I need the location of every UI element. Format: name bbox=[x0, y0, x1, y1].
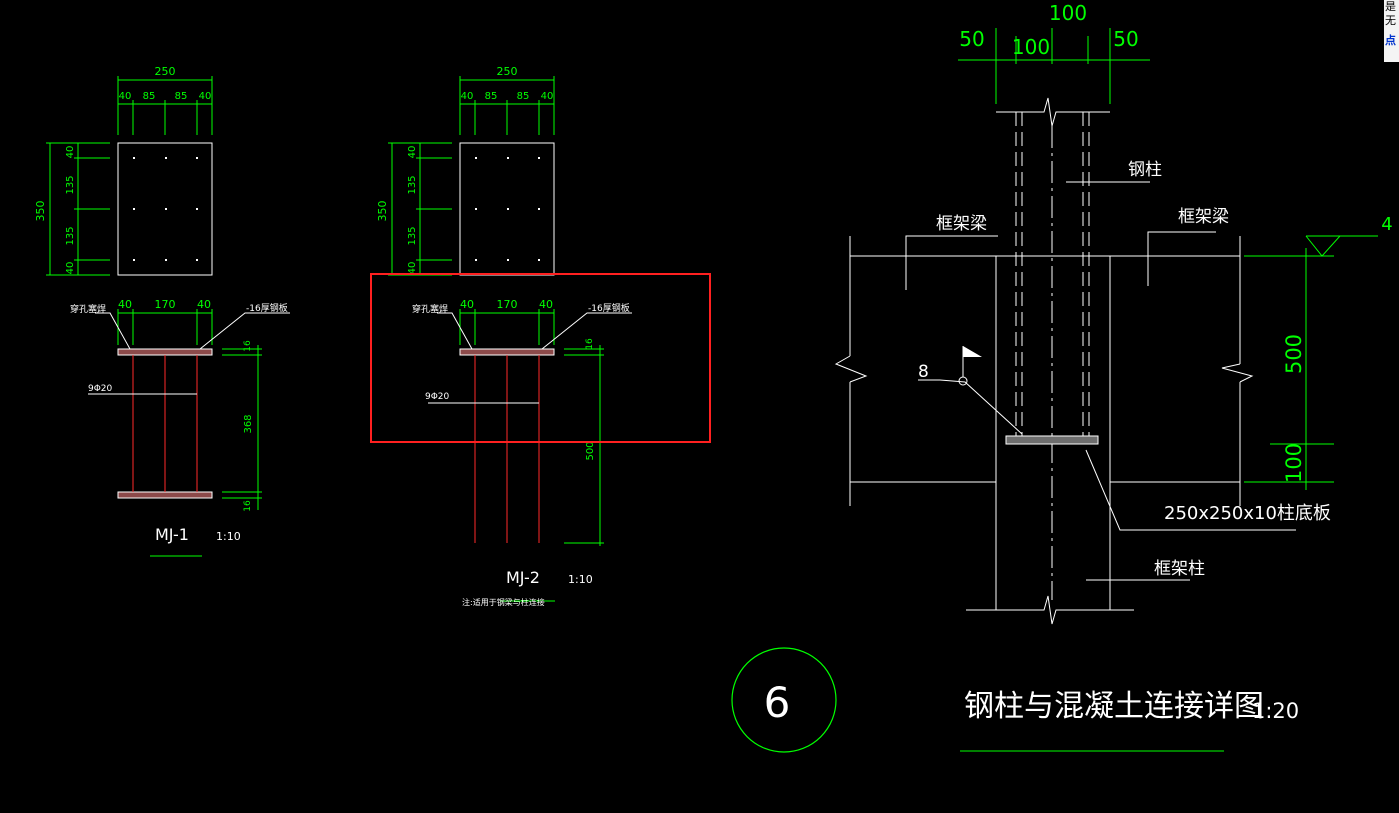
mj1-title: MJ-1 bbox=[155, 525, 189, 544]
selection-box[interactable] bbox=[370, 273, 711, 443]
mj2-sec-170: 170 bbox=[497, 298, 518, 311]
detail-number: 6 bbox=[764, 678, 791, 727]
label-steel-column: 钢柱 bbox=[1128, 160, 1162, 180]
detail-dim-100-top: 100 bbox=[1049, 1, 1087, 25]
mj2-dim-40d: 40 bbox=[407, 262, 418, 275]
mj2-scale: 1:10 bbox=[568, 573, 593, 586]
corner-text-2: 无 bbox=[1385, 14, 1396, 27]
mj1-dim-16a: 16 bbox=[243, 340, 253, 352]
detail-dim-50-right: 50 bbox=[1113, 27, 1138, 51]
mj2-label-plug-weld: 穿孔塞焊 bbox=[412, 303, 448, 315]
mj2-dim-350: 350 bbox=[376, 201, 389, 222]
corner-text-1: 是 bbox=[1385, 0, 1396, 13]
mj2-dim-135b: 135 bbox=[407, 226, 418, 245]
mj2-dim-85b: 85 bbox=[517, 91, 530, 102]
column-connection-detail: 100 50 100 50 bbox=[834, 1, 1393, 625]
mj1-dim-350: 350 bbox=[34, 201, 47, 222]
corner-popup-panel[interactable]: 是 无 点 bbox=[1384, 0, 1399, 62]
mj2-sec-40a: 40 bbox=[460, 298, 474, 311]
mj1-label-plug-weld: 穿孔塞焊 bbox=[70, 303, 106, 315]
mj1-dim-85a: 85 bbox=[143, 91, 156, 102]
mj1-dim-135a: 135 bbox=[65, 175, 76, 194]
label-frame-beam-right: 框架梁 bbox=[1178, 207, 1229, 227]
detail-dim-100-right: 100 bbox=[1282, 443, 1306, 483]
mj1-dim-40b: 40 bbox=[199, 91, 212, 102]
mj1-dim-135b: 135 bbox=[65, 226, 76, 245]
mj1-dim-16b: 16 bbox=[243, 500, 253, 512]
mj2-sec-40b: 40 bbox=[539, 298, 553, 311]
mj1-dim-250: 250 bbox=[155, 65, 176, 78]
drawing-title: 钢柱与混凝土连接详图 bbox=[964, 689, 1264, 724]
mj1-label-rebar: 9Φ20 bbox=[88, 384, 113, 394]
mj2-label-plate: -16厚钢板 bbox=[588, 302, 630, 314]
mj2-dim-85a: 85 bbox=[485, 91, 498, 102]
label-frame-beam-left: 框架梁 bbox=[936, 214, 987, 234]
detail-number-circle bbox=[731, 647, 837, 753]
detail-dim-500: 500 bbox=[1282, 334, 1306, 374]
mj2-dim-16: 16 bbox=[585, 338, 595, 350]
mj2-dim-250: 250 bbox=[497, 65, 518, 78]
mj1-detail: 250 40 85 85 40 350 40 135 135 40 40 170… bbox=[34, 65, 290, 557]
mj2-dim-40a: 40 bbox=[461, 91, 474, 102]
mj1-sec-170: 170 bbox=[155, 298, 176, 311]
mj2-dim-40b: 40 bbox=[541, 91, 554, 102]
mj1-label-plate: -16厚钢板 bbox=[246, 302, 288, 314]
mj1-dim-368: 368 bbox=[243, 414, 254, 433]
detail-dim-100-mid: 100 bbox=[1012, 35, 1050, 59]
detail-dim-50-left: 50 bbox=[959, 27, 984, 51]
mj1-sec-40b: 40 bbox=[197, 298, 211, 311]
corner-link[interactable]: 点 bbox=[1385, 34, 1396, 47]
mj2-note: 注:适用于钢梁与柱连接 bbox=[462, 597, 545, 607]
mj1-dim-85b: 85 bbox=[175, 91, 188, 102]
drawing-scale: 1:20 bbox=[1252, 699, 1299, 723]
mj2-detail: 250 40 85 85 40 350 40 135 135 40 40 170… bbox=[376, 65, 632, 607]
detail-weld-size: 8 bbox=[918, 362, 929, 382]
mj2-title: MJ-2 bbox=[506, 568, 540, 587]
detail-elevation-mark: 4 bbox=[1381, 214, 1392, 235]
title-block: 6 钢柱与混凝土连接详图 1:20 bbox=[731, 647, 1299, 753]
mj1-dim-40c: 40 bbox=[65, 146, 76, 159]
mj1-sec-40a: 40 bbox=[118, 298, 132, 311]
mj1-scale: 1:10 bbox=[216, 530, 241, 543]
mj1-dim-40a: 40 bbox=[119, 91, 132, 102]
mj2-label-rebar: 9Φ20 bbox=[425, 392, 450, 402]
mj2-dim-135a: 135 bbox=[407, 175, 418, 194]
label-base-plate: 250x250x10柱底板 bbox=[1164, 503, 1331, 524]
label-frame-column: 框架柱 bbox=[1154, 559, 1205, 579]
mj2-dim-40c: 40 bbox=[407, 146, 418, 159]
mj1-dim-40d: 40 bbox=[65, 262, 76, 275]
mj2-dim-500: 500 bbox=[585, 441, 596, 460]
